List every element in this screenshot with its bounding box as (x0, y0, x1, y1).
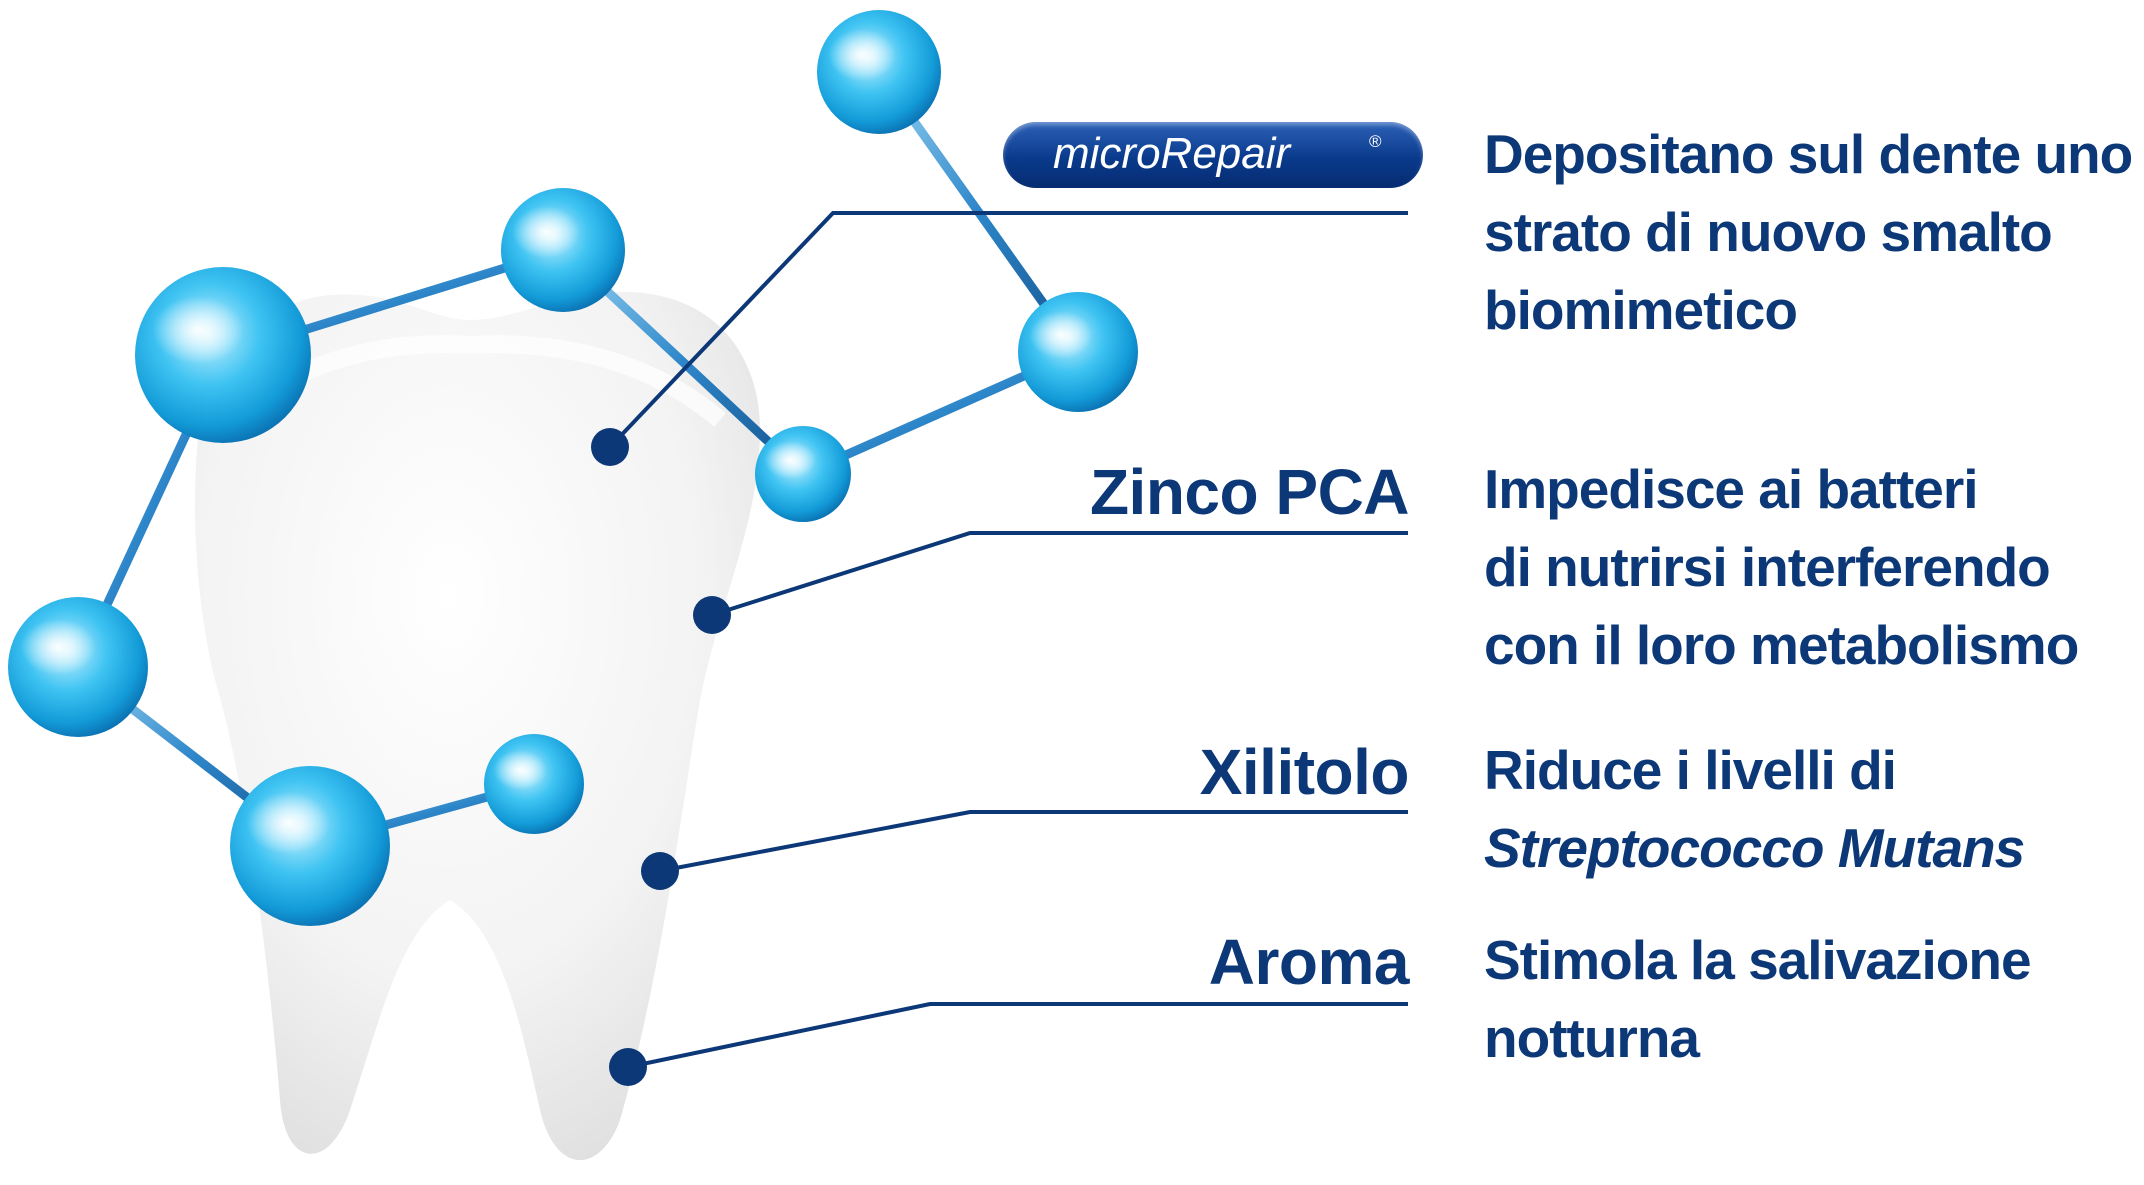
leader-line-aroma (627, 1002, 1408, 1069)
dot-marker (641, 852, 679, 890)
description-line: Riduce i livelli di (1484, 739, 1897, 801)
microrepair-badge: microRepair ® (1003, 122, 1423, 188)
dot-marker (591, 428, 629, 466)
description-line: Stimola la salivazione (1484, 929, 2032, 991)
label-zinco-pca: Zinco PCA (1089, 456, 1410, 528)
leader-line-xilitolo (659, 810, 1408, 873)
description-line-italic: Streptococco Mutans (1484, 817, 2025, 879)
leader-line-microrepair (608, 211, 1408, 449)
registered-mark: ® (1369, 132, 1382, 151)
description-line: strato di nuovo smalto (1484, 201, 2053, 263)
description-line: Depositano sul dente uno (1484, 123, 2133, 185)
description-line: biomimetico (1484, 279, 1798, 341)
leader-lines (608, 211, 1408, 1069)
leader-line-zinco (711, 531, 1408, 617)
description-aroma: Stimola la salivazione notturna (1484, 921, 2144, 1077)
description-xilitolo: Riduce i livelli di Streptococco Mutans (1484, 731, 2144, 887)
description-line: di nutrirsi interferendo (1484, 536, 2051, 598)
label-xilitolo: Xilitolo (1199, 736, 1410, 808)
molecule-icon (8, 10, 1138, 926)
dot-marker (693, 596, 731, 634)
description-microrepair: Depositano sul dente uno strato di nuovo… (1484, 115, 2144, 349)
description-line: con il loro metabolismo (1484, 614, 2079, 676)
label-aroma: Aroma (1208, 926, 1410, 998)
description-line: Impedisce ai batteri (1484, 458, 1979, 520)
badge-text: microRepair (1053, 129, 1291, 178)
description-line: notturna (1484, 1007, 1700, 1069)
description-zinco-pca: Impedisce ai batteri di nutrirsi interfe… (1484, 450, 2144, 684)
dot-marker (609, 1048, 647, 1086)
